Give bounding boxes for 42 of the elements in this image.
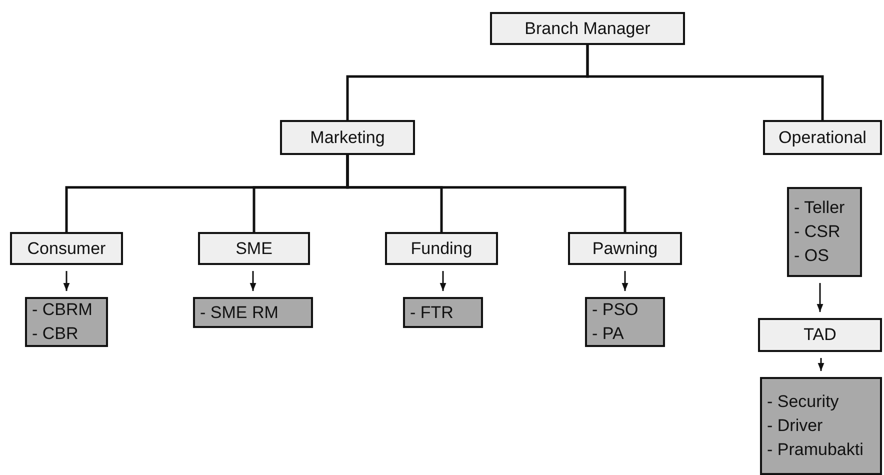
- connector-line: [346, 155, 626, 232]
- staff-list-box: [760, 377, 882, 475]
- staff-item: - Teller: [794, 197, 845, 219]
- staff-item: - CBRM: [32, 299, 92, 321]
- department-box: [280, 120, 415, 155]
- department-label: Funding: [410, 238, 472, 260]
- staff-item: - Driver: [767, 415, 823, 437]
- department-label: Pawning: [592, 238, 658, 260]
- staff-item: - Pramubakti: [767, 439, 864, 461]
- department-box: [10, 232, 123, 265]
- arrow: [816, 283, 824, 312]
- staff-item: - FTR: [410, 302, 454, 324]
- arrow: [622, 271, 628, 291]
- staff-item: - CBR: [32, 323, 78, 345]
- department-box: [490, 12, 685, 45]
- arrow: [63, 271, 70, 291]
- department-label: Marketing: [310, 126, 385, 148]
- staff-list-box: [787, 187, 862, 277]
- staff-item: - PSO: [592, 299, 638, 321]
- staff-list-box: [585, 297, 665, 347]
- department-box: [385, 232, 498, 265]
- department-label: TAD: [804, 324, 836, 346]
- department-box: [758, 318, 882, 352]
- arrow: [818, 358, 824, 371]
- connector-line: [586, 45, 824, 120]
- department-label: Branch Manager: [524, 18, 650, 40]
- department-label: Operational: [778, 126, 866, 148]
- department-box: [198, 232, 310, 265]
- staff-item: - OS: [794, 245, 829, 267]
- staff-item: - PA: [592, 323, 624, 345]
- staff-item: - SME RM: [200, 302, 278, 324]
- staff-list-box: [193, 297, 313, 328]
- staff-list-box: [25, 297, 108, 347]
- department-box: [568, 232, 682, 265]
- department-box: [763, 120, 882, 155]
- department-label: SME: [236, 238, 272, 260]
- arrow: [440, 271, 446, 291]
- staff-item: - Security: [767, 391, 839, 413]
- staff-item: - CSR: [794, 221, 840, 243]
- department-label: Consumer: [27, 238, 106, 260]
- arrow: [250, 271, 256, 291]
- staff-list-box: [403, 297, 483, 328]
